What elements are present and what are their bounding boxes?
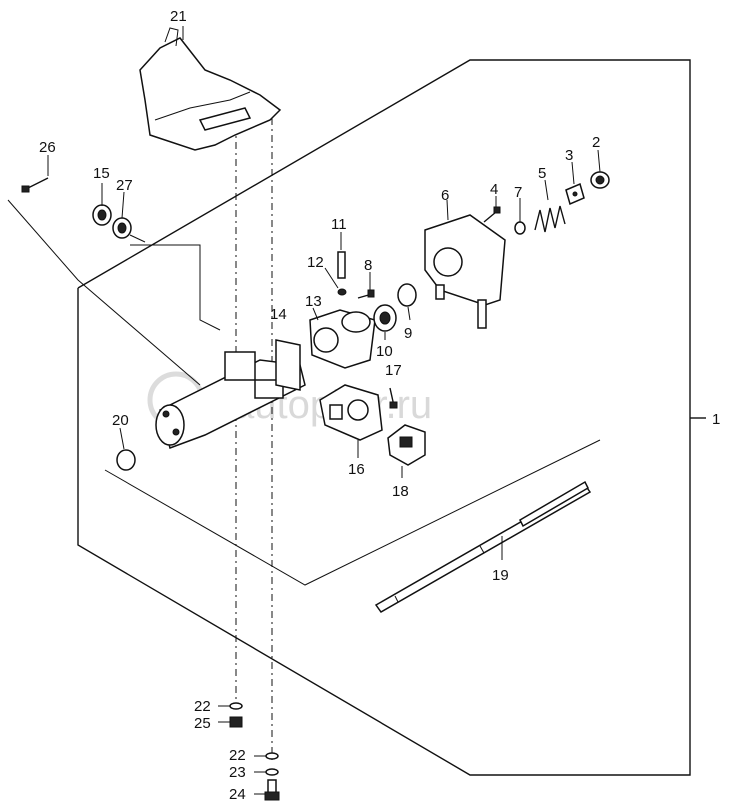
callout-1: 1 — [712, 411, 720, 428]
callout-19: 19 — [492, 567, 509, 584]
bolt-24 — [264, 779, 280, 801]
assembly-boundary — [77, 59, 706, 776]
callout-10: 10 — [376, 343, 393, 360]
callout-18: 18 — [392, 483, 409, 500]
callout-11: 11 — [331, 216, 347, 233]
callout-13: 13 — [305, 293, 322, 310]
callout-12: 12 — [307, 254, 324, 271]
ring-9 — [397, 283, 417, 307]
callout-17: 17 — [385, 362, 402, 379]
column-tube — [155, 339, 306, 449]
spring-5 — [534, 205, 566, 233]
lock-housing-13 — [309, 309, 376, 369]
callout-20: 20 — [112, 412, 129, 429]
callout-15: 15 — [93, 165, 110, 182]
clip-3 — [565, 182, 585, 206]
bracket-21 — [139, 26, 282, 151]
callout-26: 26 — [39, 139, 56, 156]
callout-23: 23 — [229, 764, 246, 781]
washer-12 — [337, 288, 347, 296]
washer-15 — [92, 204, 112, 226]
callout-9: 9 — [404, 325, 412, 342]
nut-25 — [229, 716, 243, 728]
switch-body-16 — [319, 384, 383, 441]
washer-22-lower — [265, 752, 279, 760]
callout-8: 8 — [364, 257, 372, 274]
callout-14: 14 — [270, 306, 287, 323]
callout-22-upper: 22 — [194, 698, 211, 715]
callout-2: 2 — [592, 134, 600, 151]
washer-27 — [112, 217, 132, 239]
callout-25: 25 — [194, 715, 211, 732]
callout-27: 27 — [116, 177, 133, 194]
grommet-20 — [116, 449, 136, 471]
washer-7 — [514, 221, 526, 235]
bushing-10 — [373, 304, 397, 332]
callout-22-lower: 22 — [229, 747, 246, 764]
callout-24: 24 — [229, 786, 246, 803]
screw-17 — [389, 387, 398, 409]
callout-3: 3 — [565, 147, 573, 164]
lockwasher-23 — [265, 768, 279, 776]
callout-7: 7 — [514, 184, 522, 201]
callout-6: 6 — [441, 187, 449, 204]
cap-2 — [590, 171, 610, 189]
shaft-19 — [374, 480, 592, 613]
callout-21: 21 — [170, 8, 187, 25]
key-cylinder-18 — [387, 424, 426, 466]
screw-4 — [483, 206, 501, 223]
bolt-26 — [21, 177, 49, 193]
screw-8 — [357, 289, 375, 299]
plate-6 — [424, 214, 506, 329]
callout-16: 16 — [348, 461, 365, 478]
washer-22-upper — [229, 702, 243, 710]
pin-11 — [337, 251, 346, 279]
sub-assembly-outline — [7, 199, 601, 586]
callout-5: 5 — [538, 165, 546, 182]
callout-4: 4 — [490, 181, 498, 198]
